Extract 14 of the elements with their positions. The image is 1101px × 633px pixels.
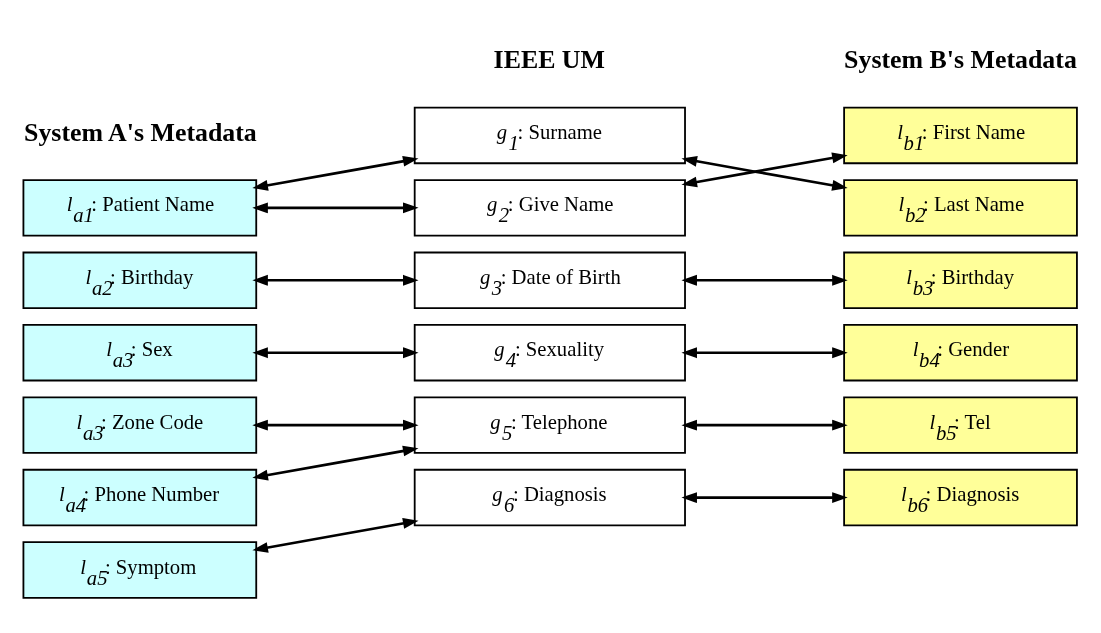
arrow <box>252 347 419 359</box>
arrow <box>252 202 419 214</box>
arrow <box>252 155 419 191</box>
arrow <box>252 445 419 481</box>
label: System B's Metadata <box>844 45 1077 75</box>
arrow <box>681 347 848 359</box>
label: System A's Metadata <box>24 117 257 147</box>
arrow <box>681 274 848 286</box>
arrow <box>252 274 419 286</box>
arrow <box>252 518 419 553</box>
arrow <box>681 492 848 504</box>
arrow <box>681 419 848 431</box>
label: IEEE UM <box>493 45 605 75</box>
arrow <box>252 419 419 431</box>
